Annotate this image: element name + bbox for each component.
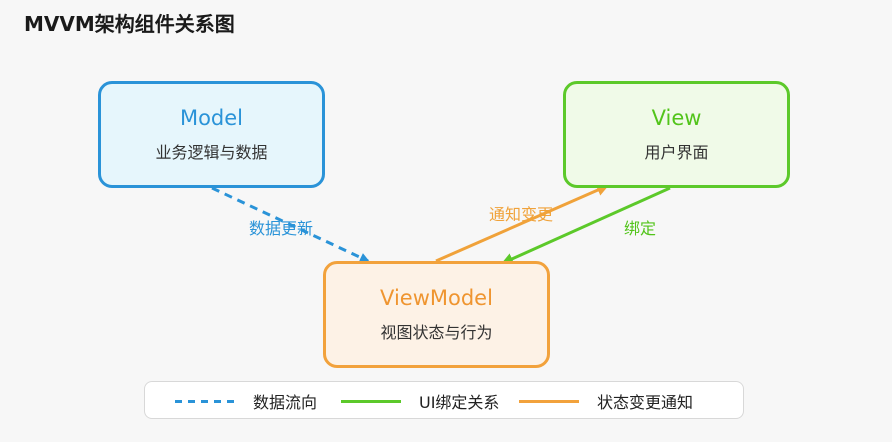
- diagram-title: MVVM架构组件关系图: [24, 12, 235, 36]
- view-node-desc: 用户界面: [644, 143, 709, 162]
- legend-label-dataflow: 数据流向: [253, 393, 318, 412]
- model-node: Model 业务逻辑与数据: [98, 81, 325, 188]
- edge-label-notify-change: 通知变更: [489, 205, 554, 224]
- legend-swatch-green: [341, 399, 401, 403]
- legend-item-statenotify: 状态变更通知: [519, 382, 693, 420]
- edge-label-binding: 绑定: [624, 219, 657, 238]
- edge-view-to-viewmodel: [501, 186, 671, 265]
- model-node-desc: 业务逻辑与数据: [155, 143, 268, 162]
- edge-model-to-viewmodel: [211, 186, 370, 263]
- view-node-name: View: [651, 106, 702, 130]
- model-node-name: Model: [179, 106, 244, 130]
- view-node: View 用户界面: [563, 81, 790, 188]
- legend-swatch-dashed-blue: [175, 399, 235, 403]
- legend-swatch-orange: [519, 399, 579, 403]
- viewmodel-node-desc: 视图状态与行为: [380, 323, 493, 342]
- legend: 数据流向 UI绑定关系 状态变更通知: [144, 381, 744, 419]
- viewmodel-node: ViewModel 视图状态与行为: [323, 261, 550, 368]
- legend-item-dataflow: 数据流向: [175, 382, 317, 420]
- legend-label-uibind: UI绑定关系: [419, 393, 500, 412]
- legend-label-statenotify: 状态变更通知: [597, 393, 694, 412]
- edge-viewmodel-to-view: [435, 184, 609, 263]
- viewmodel-node-name: ViewModel: [380, 286, 493, 310]
- legend-item-uibind: UI绑定关系: [341, 382, 499, 420]
- edge-label-data-update: 数据更新: [249, 219, 314, 238]
